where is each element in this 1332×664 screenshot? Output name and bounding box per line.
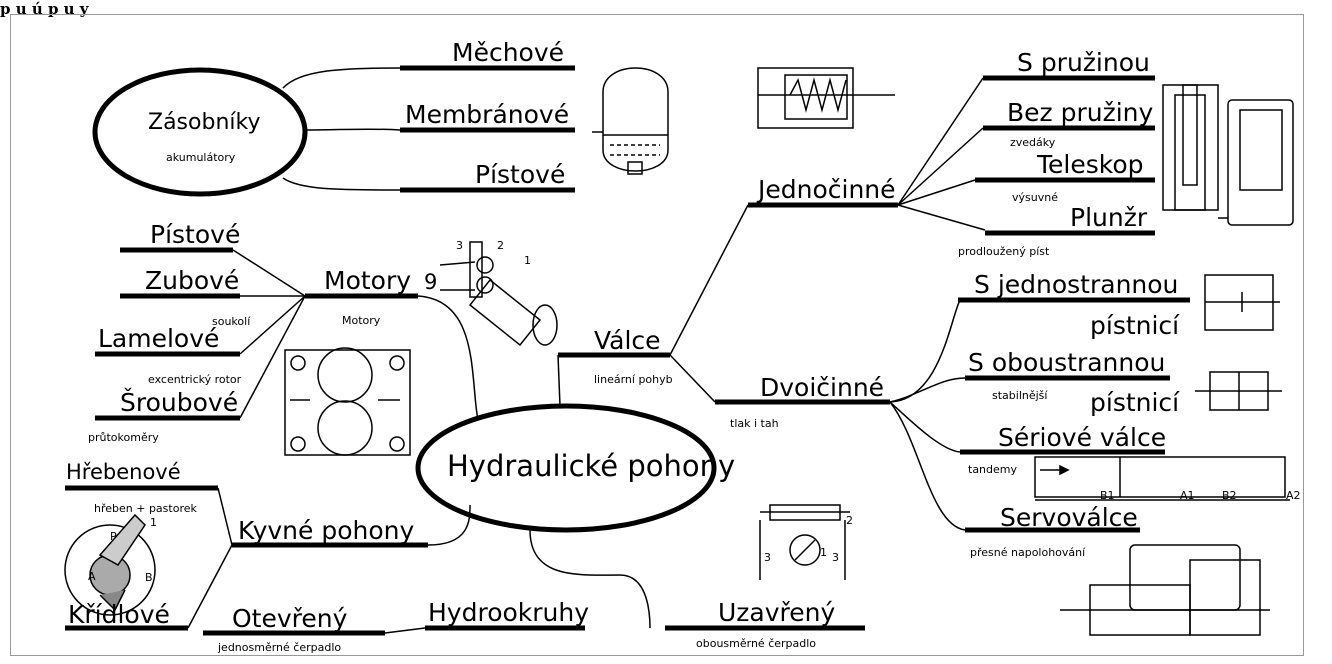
piston-motor-figure bbox=[439, 241, 558, 347]
dvojcinne-branch-s-jednostrannou-2: pístnicí bbox=[1090, 311, 1180, 340]
telescopic-cylinder-figure bbox=[1162, 84, 1294, 226]
zasobniky-label: Zásobníky bbox=[148, 110, 261, 135]
single-rod-symbol bbox=[1204, 274, 1280, 331]
tandem-cylinder-figure bbox=[1034, 456, 1290, 501]
page-header-fragment: p u ú p u y bbox=[0, 0, 89, 18]
dvojcinne-branch-servovalce: Servoválce bbox=[1000, 503, 1138, 532]
zasobniky-branch-1: Měchové bbox=[452, 38, 565, 67]
jednocinne-label: Jednočinné bbox=[758, 175, 896, 204]
hydrookruhy-branch-uzavreny: Uzavřený bbox=[718, 598, 836, 627]
valce-label: Válce bbox=[594, 326, 661, 355]
dvojcinne-note-stabilnejsi: stabilnější bbox=[992, 389, 1048, 402]
tandem-label-b2: B2 bbox=[1222, 489, 1237, 502]
jednocinne-note-vysuvne: výsuvné bbox=[1012, 191, 1058, 204]
jednocinne-branch-s-pruzinou: S pružinou bbox=[1017, 48, 1150, 77]
motory-branch-lamelove: Lamelové bbox=[98, 324, 220, 353]
central-node bbox=[415, 403, 717, 533]
hydrookruhy-note-obousmerne: obousměrné čerpadlo bbox=[696, 637, 817, 650]
kyvne-label: Kyvné pohony bbox=[238, 516, 415, 545]
servo-valve-figure bbox=[1060, 544, 1270, 636]
zasobniky-node bbox=[92, 67, 308, 197]
dvojcinne-label: Dvoičinné bbox=[760, 373, 885, 402]
motory-branch-pistove: Pístové bbox=[150, 220, 241, 249]
jednocinne-note-zvedaky: zvedáky bbox=[1010, 136, 1056, 149]
hydrookruhy-label: Hydrookruhy bbox=[428, 598, 590, 627]
zasobniky-sublabel: akumulátory bbox=[166, 151, 236, 164]
dvojcinne-branch-s-oboustrannou-2: pístnicí bbox=[1090, 388, 1180, 417]
motor-part-3: 3 bbox=[456, 239, 463, 252]
dvojcinne-note-presne: přesné napolohování bbox=[970, 546, 1086, 559]
accumulator-figure bbox=[592, 67, 669, 175]
dvojcinne-note-tandemy: tandemy bbox=[968, 463, 1018, 476]
jednocinne-branch-teleskop: Teleskop bbox=[1037, 150, 1144, 179]
swing-label-1: 1 bbox=[150, 516, 157, 529]
central-label: Hydraulické pohony bbox=[447, 449, 736, 483]
gear-pump-figure bbox=[284, 347, 411, 456]
diagram-frame bbox=[10, 14, 1304, 656]
spring-cylinder-figure bbox=[757, 67, 895, 129]
dvojcinne-branch-seriove: Sériové válce bbox=[998, 423, 1167, 452]
motory-note-soukoli: soukolí bbox=[212, 315, 251, 328]
dvojcinne-branch-s-jednostrannou: S jednostrannou bbox=[974, 270, 1179, 299]
motory-branch-zubove: Zubové bbox=[145, 266, 240, 295]
motory-branch-sroubove: Šroubové bbox=[120, 388, 239, 417]
zasobniky-branch-2: Membránové bbox=[405, 100, 570, 129]
hydraulic-circuit-figure bbox=[759, 504, 850, 580]
valce-sublabel: lineární pohyb bbox=[594, 373, 673, 386]
motory-sublabel: Motory bbox=[342, 314, 381, 327]
jednocinne-note-prodlouzeny: prodloužený píst bbox=[958, 245, 1050, 258]
pump-label-1: 1 bbox=[820, 546, 827, 559]
swing-actuator-figure bbox=[64, 513, 156, 616]
dvojcinne-sublabel: tlak i tah bbox=[730, 417, 779, 430]
swing-label-p: P bbox=[110, 530, 117, 543]
motor-part-2: 2 bbox=[497, 239, 504, 252]
dvojcinne-branch-s-oboustrannou: S oboustrannou bbox=[968, 348, 1166, 377]
pump-label-2: 2 bbox=[846, 514, 853, 527]
tandem-label-b1: B1 bbox=[1100, 489, 1115, 502]
motory-label: Motory bbox=[324, 266, 412, 295]
zasobniky-branch-3: Pístové bbox=[475, 160, 566, 189]
hydrookruhy-note-jednosmerne: jednosměrné čerpadlo bbox=[218, 641, 342, 654]
pump-label-3b: 3 bbox=[832, 551, 839, 564]
jednocinne-branch-bez-pruziny: Bez pružiny bbox=[1007, 98, 1154, 127]
motory-note-excentricky: excentrický rotor bbox=[148, 373, 242, 386]
swing-label-a: A bbox=[88, 570, 96, 583]
pump-label-3a: 3 bbox=[764, 551, 771, 564]
kyvne-branch-kridlove: Křídlové bbox=[68, 600, 170, 629]
hydrookruhy-branch-otevreny: Otevřený bbox=[232, 604, 348, 633]
jednocinne-branch-plunzr: Plunžr bbox=[1070, 203, 1148, 232]
kyvne-note-hreben: hřeben + pastorek bbox=[94, 502, 197, 515]
tandem-label-a1: A1 bbox=[1180, 489, 1195, 502]
kyvne-branch-hrebenove: Hřebenové bbox=[66, 460, 181, 484]
motor-part-1: 1 bbox=[524, 254, 531, 267]
motory-note-prutokomery: průtokoměry bbox=[88, 431, 159, 444]
tandem-label-a2: A2 bbox=[1286, 489, 1301, 502]
swing-label-b: B bbox=[145, 571, 153, 584]
motor-symbol-label: 9 bbox=[424, 270, 438, 294]
double-rod-symbol bbox=[1195, 371, 1282, 411]
